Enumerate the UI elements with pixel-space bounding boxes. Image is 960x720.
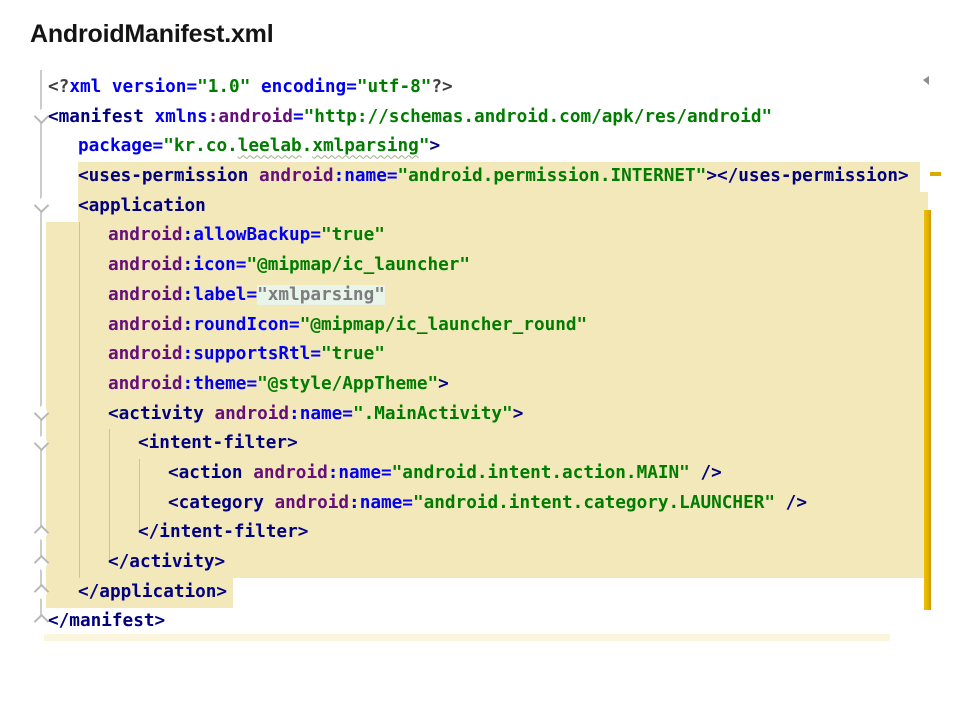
code-token: "android.permission.INTERNET" [397, 166, 707, 187]
code-token: android [242, 462, 328, 483]
code-token: "@style/AppTheme" [257, 373, 439, 394]
selection-highlight [78, 192, 928, 222]
code-token: ?> [431, 77, 453, 97]
code-line[interactable]: <intent-filter> [48, 429, 948, 459]
code-token: android [108, 255, 183, 276]
code-token: :theme= [182, 373, 258, 394]
code-token: <activity [108, 403, 204, 424]
code-token: :supportsRtl= [182, 344, 321, 365]
indent-guide [79, 222, 80, 578]
code-token: :name= [289, 403, 353, 424]
code-token: <uses-permission [78, 166, 249, 187]
code-editor[interactable]: <?xml version="1.0" encoding="utf-8"?><m… [48, 73, 948, 637]
fold-gutter-line [40, 70, 42, 615]
code-token: </manifest> [48, 611, 166, 632]
code-line[interactable]: </activity> [48, 548, 948, 578]
selection-right-stripe [924, 210, 931, 610]
bottom-highlight-strip [44, 634, 890, 641]
code-token: "true" [320, 225, 385, 246]
code-token: :name= [349, 492, 413, 513]
code-line[interactable]: <category android:name="android.intent.c… [48, 489, 948, 519]
code-token: xml version= [69, 77, 198, 97]
code-line[interactable]: <activity android:name=".MainActivity"> [48, 400, 948, 430]
code-token: <? [48, 77, 70, 97]
code-token: "android.intent.category.LAUNCHER" [412, 492, 776, 513]
code-line[interactable]: </manifest> [48, 607, 948, 637]
code-token: android [248, 166, 334, 187]
code-token: xmlns [143, 106, 208, 127]
code-token: android [263, 492, 350, 513]
code-token: = [292, 106, 304, 127]
code-token: </application> [78, 581, 228, 602]
code-token: leelab [237, 136, 302, 157]
code-token: :name= [333, 166, 398, 187]
page-title: AndroidManifest.xml [30, 20, 274, 48]
code-token: :name= [327, 462, 392, 483]
clipped-text-artifact [923, 76, 929, 85]
code-token: "utf-8" [356, 77, 432, 97]
code-token: > [429, 136, 441, 157]
code-line[interactable]: android:allowBackup="true" [48, 221, 948, 251]
code-line[interactable]: android:roundIcon="@mipmap/ic_launcher_r… [48, 311, 948, 341]
indent-guide [109, 429, 110, 563]
code-token: <category [168, 492, 264, 513]
code-token: " [418, 136, 430, 157]
code-token: > [512, 403, 524, 424]
fold-open-icon[interactable] [33, 197, 50, 214]
code-token: /> [775, 492, 807, 513]
indent-guide [139, 459, 140, 533]
code-line[interactable]: <application [48, 192, 948, 222]
code-token: > [438, 373, 449, 394]
code-token: "android.intent.action.MAIN" [391, 462, 690, 483]
selection-highlight [46, 222, 928, 578]
code-token: ></uses-permission> [706, 166, 909, 187]
code-token: :label= [182, 284, 258, 305]
code-token: android [108, 373, 183, 394]
code-line[interactable]: android:theme="@style/AppTheme"> [48, 370, 948, 400]
code-line[interactable]: </intent-filter> [48, 518, 948, 548]
code-token: "@mipmap/ic_launcher" [246, 255, 471, 276]
code-token: "true" [320, 344, 385, 365]
selection-end-dash [930, 172, 941, 176]
code-token: xmlparsing [312, 136, 419, 157]
code-line[interactable]: <manifest xmlns:android="http://schemas.… [48, 103, 948, 133]
code-token: "1.0" [197, 77, 251, 97]
code-token: "xmlparsing" [257, 284, 385, 305]
fold-close-icon[interactable] [33, 613, 50, 630]
code-token: :allowBackup= [182, 225, 321, 246]
code-token: android [108, 344, 183, 365]
code-token: encoding= [250, 77, 357, 97]
code-line[interactable]: <action android:name="android.intent.act… [48, 459, 948, 489]
code-token: android [108, 225, 183, 246]
code-line[interactable]: android:supportsRtl="true" [48, 340, 948, 370]
selection-highlight [46, 578, 233, 608]
code-token: /> [689, 462, 722, 483]
code-token: </intent-filter> [138, 522, 309, 543]
code-line[interactable]: package="kr.co.leelab.xmlparsing"> [48, 132, 948, 162]
code-token: "kr.co. [163, 136, 238, 157]
code-line[interactable]: android:icon="@mipmap/ic_launcher" [48, 251, 948, 281]
code-token: . [301, 136, 313, 157]
fold-open-icon[interactable] [33, 108, 50, 125]
selection-highlight [78, 162, 920, 192]
code-token: "http://schemas.android.com/apk/res/andr… [303, 106, 773, 127]
code-token: package= [78, 136, 164, 157]
code-token: <manifest [48, 106, 144, 127]
code-token: android [203, 403, 290, 424]
code-token: :icon= [182, 255, 247, 276]
code-token: ".MainActivity" [352, 403, 513, 424]
code-token: :roundIcon= [182, 314, 300, 335]
code-line[interactable]: <?xml version="1.0" encoding="utf-8"?> [48, 73, 948, 103]
code-token: <intent-filter> [138, 433, 298, 454]
code-token: <action [168, 462, 243, 483]
code-line[interactable]: </application> [48, 578, 948, 608]
code-token: <application [78, 195, 206, 216]
code-token: android [108, 284, 183, 305]
code-token: "@mipmap/ic_launcher_round" [299, 314, 588, 335]
code-token: </activity> [108, 552, 226, 572]
code-token: android [108, 314, 183, 335]
code-token: :android [207, 106, 293, 127]
code-line[interactable]: <uses-permission android:name="android.p… [48, 162, 948, 192]
code-line[interactable]: android:label="xmlparsing" [48, 281, 948, 311]
